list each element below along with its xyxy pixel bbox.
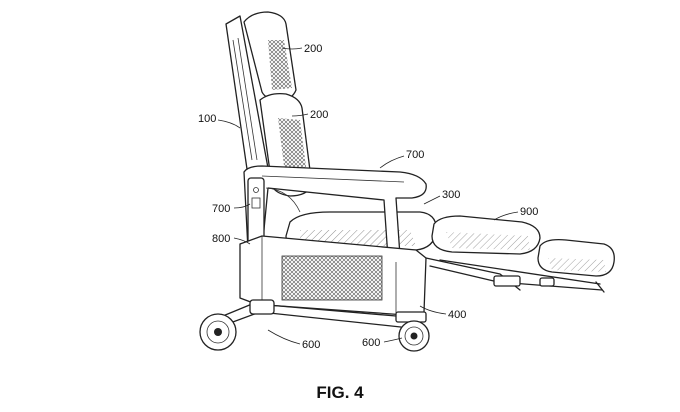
label-headrest-upper: 200 — [304, 43, 322, 55]
front-wheel — [398, 320, 430, 352]
armrest — [243, 165, 427, 259]
label-base-side: 800 — [212, 233, 230, 245]
backrest-frame — [225, 15, 269, 177]
label-frame: 100 — [198, 113, 216, 125]
base-housing — [239, 235, 427, 317]
label-headrest-lower: 200 — [310, 109, 328, 121]
label-armrest-top: 700 — [406, 149, 424, 161]
label-seat: 300 — [442, 189, 460, 201]
label-legrest: 900 — [520, 206, 538, 218]
figure-caption: FIG. 4 — [316, 383, 364, 402]
legrest — [425, 215, 615, 293]
leader-lines — [217, 47, 519, 345]
label-wheel-rear: 600 — [302, 339, 320, 351]
label-armrest-side: 700 — [212, 203, 230, 215]
label-wheel-front: 600 — [362, 337, 380, 349]
rear-wheel — [199, 313, 237, 351]
undercarriage — [217, 299, 427, 329]
label-base-front: 400 — [448, 309, 466, 321]
